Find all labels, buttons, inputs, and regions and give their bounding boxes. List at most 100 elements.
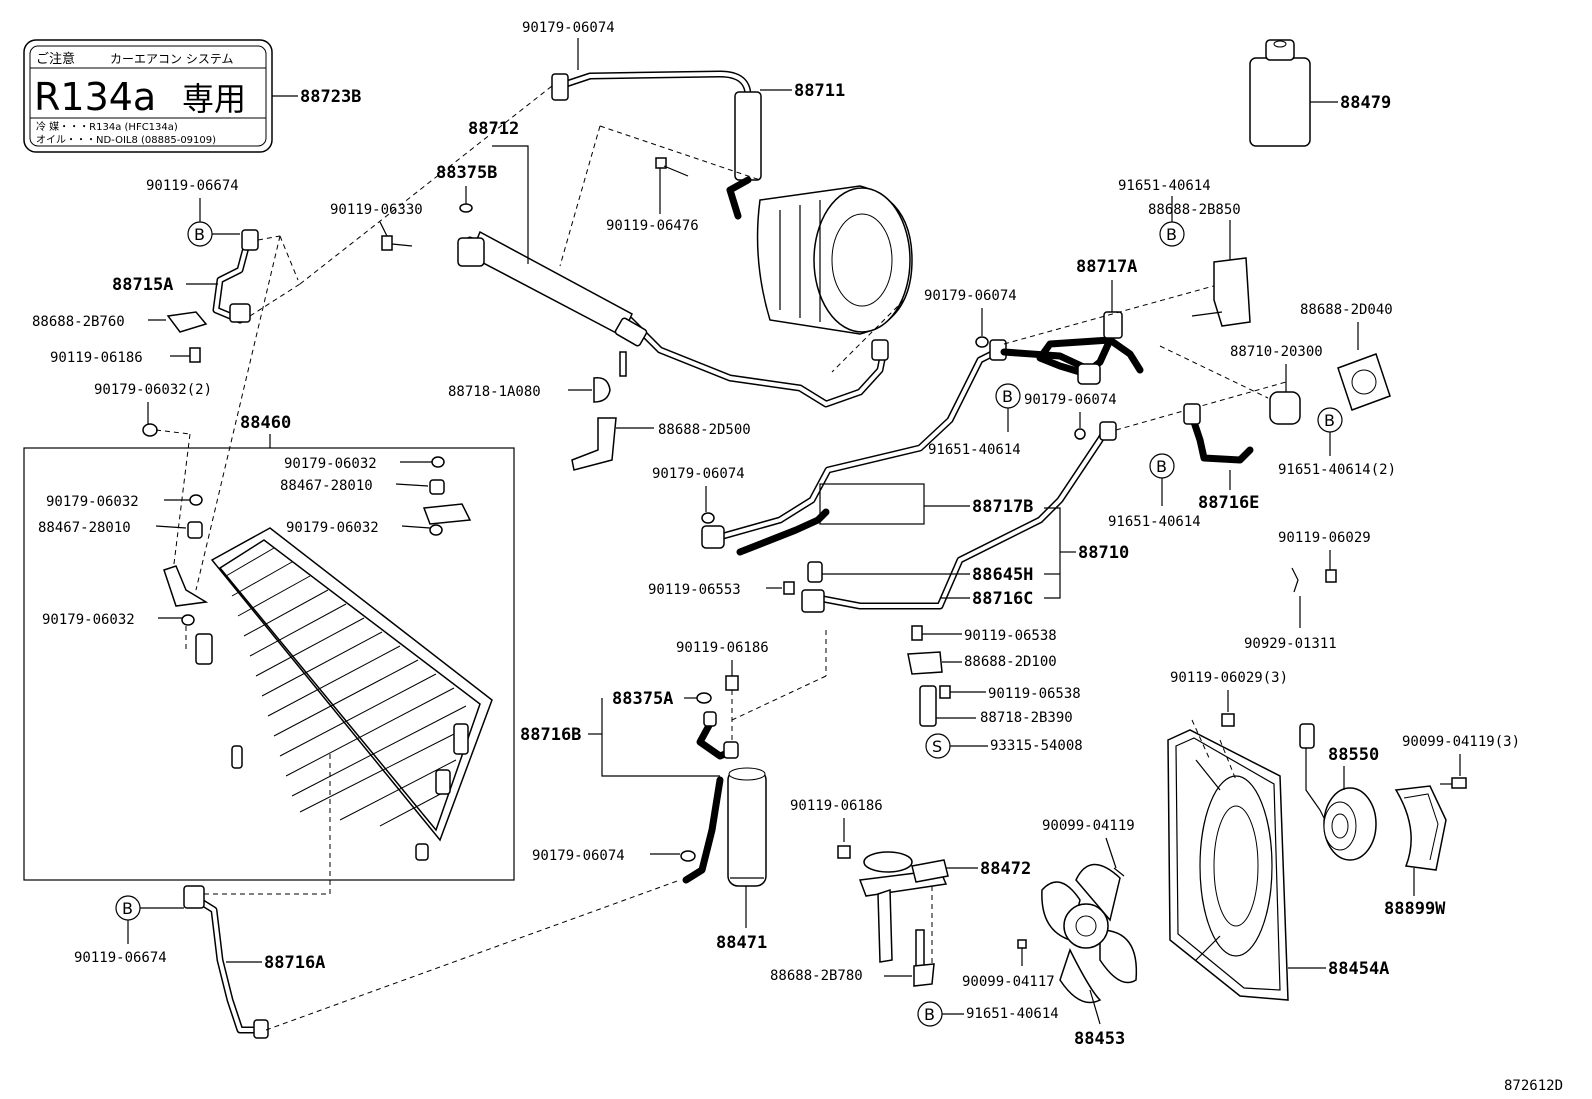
- marker-s-text: S: [932, 737, 942, 756]
- sticker-oil-spec: オイル・・・ND-OIL8 (08885-09109): [36, 134, 216, 146]
- label-88899W: 88899W: [1384, 899, 1446, 919]
- label-88718-1A080: 88718-1A080: [448, 384, 541, 400]
- nut-90179-06032-c: [189, 494, 203, 506]
- label-88688-2B780: 88688-2B780: [770, 968, 863, 984]
- label-90179-06032-b: 90179-06032: [286, 520, 379, 536]
- bolt-90099-04119-3: [1451, 777, 1467, 789]
- label-90179-06074-d: 90179-06074: [652, 466, 745, 482]
- cap-88375B: [459, 203, 473, 213]
- label-88688-2D100: 88688-2D100: [964, 654, 1057, 670]
- bracket-88688-2B850: [1213, 257, 1251, 327]
- condenser-assembly-frame: [23, 447, 515, 881]
- bolt-90119-06538-a: [911, 625, 923, 641]
- cap-88375A: [696, 692, 712, 704]
- bracket-upper-right: [422, 503, 472, 525]
- label-90099-04117: 90099-04117: [962, 974, 1055, 990]
- label-88688-2D500: 88688-2D500: [658, 422, 751, 438]
- label-88718-2B390: 88718-2B390: [980, 710, 1073, 726]
- label-88717B: 88717B: [972, 497, 1033, 517]
- marker-b-3-text: B: [1002, 387, 1013, 406]
- sticker-refrigerant: R134a: [34, 75, 156, 119]
- clamp-88718-1A080: [593, 377, 611, 403]
- label-90179-06032-c: 90179-06032: [46, 494, 139, 510]
- label-90119-06538-b: 90119-06538: [988, 686, 1081, 702]
- suction-hose: [457, 230, 889, 408]
- label-88716A: 88716A: [264, 953, 325, 973]
- label-88716C: 88716C: [972, 589, 1033, 609]
- label-88715A: 88715A: [112, 275, 173, 295]
- label-90119-06553: 90119-06553: [648, 582, 741, 598]
- bolt-90119-06553: [783, 581, 795, 595]
- label-90179-06032-a: 90179-06032: [284, 456, 377, 472]
- label-88454A: 88454A: [1328, 959, 1389, 979]
- label-88479: 88479: [1340, 93, 1391, 113]
- bracket-88688-2D100: [907, 651, 943, 675]
- label-88688-2B760: 88688-2B760: [32, 314, 125, 330]
- label-90179-06032-d: 90179-06032: [42, 612, 135, 628]
- bolt-90119-06538-b: [939, 685, 951, 699]
- pipe-88715A: [212, 229, 259, 324]
- motor-cover-88899W: [1394, 785, 1447, 871]
- pipe-88717A: [1000, 311, 1144, 385]
- nut-90179-06074-c: [1074, 428, 1086, 440]
- nut-90179-06074-b: [975, 336, 989, 348]
- label-90929-01311: 90929-01311: [1244, 636, 1337, 652]
- gasket-88688-2D040: [1337, 353, 1391, 411]
- label-88688-2B850: 88688-2B850: [1148, 202, 1241, 218]
- nut-90179-06074-e: [680, 850, 696, 862]
- label-88472: 88472: [980, 859, 1031, 879]
- nut-90099-04117: [1017, 939, 1027, 949]
- label-88375B: 88375B: [436, 163, 497, 183]
- fan-shroud-88454A: [1167, 729, 1289, 1001]
- label-90119-06674-a: 90119-06674: [146, 178, 239, 194]
- label-90179-06032-2: 90179-06032(2): [94, 382, 212, 398]
- label-88471: 88471: [716, 933, 767, 953]
- label-88710: 88710: [1078, 543, 1129, 563]
- compressor: [756, 185, 913, 335]
- label-88467-28010-b: 88467-28010: [38, 520, 131, 536]
- label-90099-04119-3: 90099-04119(3): [1402, 734, 1520, 750]
- marker-b-7-text: B: [924, 1005, 935, 1024]
- marker-b-1-text: B: [194, 225, 205, 244]
- bolt-90119-06186-a: [189, 347, 201, 363]
- expansion-valve-88710-20300: [1269, 391, 1301, 425]
- label-90179-06074-c: 90179-06074: [1024, 392, 1117, 408]
- nut-90179-06032-a: [431, 456, 445, 468]
- pipe-88716E: [1183, 403, 1254, 464]
- pipe-88716A: [183, 885, 269, 1039]
- fan-88453: [1041, 863, 1138, 1004]
- fan-motor-88550: [1299, 723, 1377, 861]
- nut-90179-06032-d: [181, 614, 195, 626]
- clamp-88718-2B390: [919, 685, 937, 727]
- bolt-90119-06330: [381, 235, 393, 251]
- nut-90179-06032-2: [142, 423, 158, 437]
- label-88710-20300: 88710-20300: [1230, 344, 1323, 360]
- bracket-88688-2D500: [571, 417, 617, 471]
- sticker-system-text: カーエアコン システム: [110, 52, 233, 66]
- discharge-hose: [551, 70, 762, 220]
- label-90119-06029-3: 90119-06029(3): [1170, 670, 1288, 686]
- cushion-88467-28010-b: [187, 521, 203, 539]
- nut-90179-06074-d: [701, 512, 715, 524]
- bracket-88717B: [819, 483, 925, 525]
- label-93315-54008: 93315-54008: [990, 738, 1083, 754]
- bracket-left: [163, 565, 209, 607]
- label-88453: 88453: [1074, 1029, 1125, 1049]
- compressor-oil-can: [1249, 39, 1311, 147]
- sticker-exclusive: 専用: [182, 80, 246, 118]
- label-88645H: 88645H: [972, 565, 1033, 585]
- label-88375A: 88375A: [612, 689, 673, 709]
- label-90119-06186-b: 90119-06186: [676, 640, 769, 656]
- bolt-90119-06186-c: [837, 845, 851, 859]
- marker-b-2-text: B: [122, 899, 133, 918]
- label-91651-40614-c: 91651-40614: [1108, 514, 1201, 530]
- bolt-90119-06029-3: [1221, 713, 1235, 727]
- marker-b-4-text: B: [1166, 225, 1177, 244]
- label-88688-2D040: 88688-2D040: [1300, 302, 1393, 318]
- label-88716E: 88716E: [1198, 493, 1259, 513]
- label-88460: 88460: [240, 413, 291, 433]
- pipe-88717B: [701, 339, 1007, 556]
- label-90099-04119: 90099-04119: [1042, 818, 1135, 834]
- label-90179-06074-top: 90179-06074: [522, 20, 615, 36]
